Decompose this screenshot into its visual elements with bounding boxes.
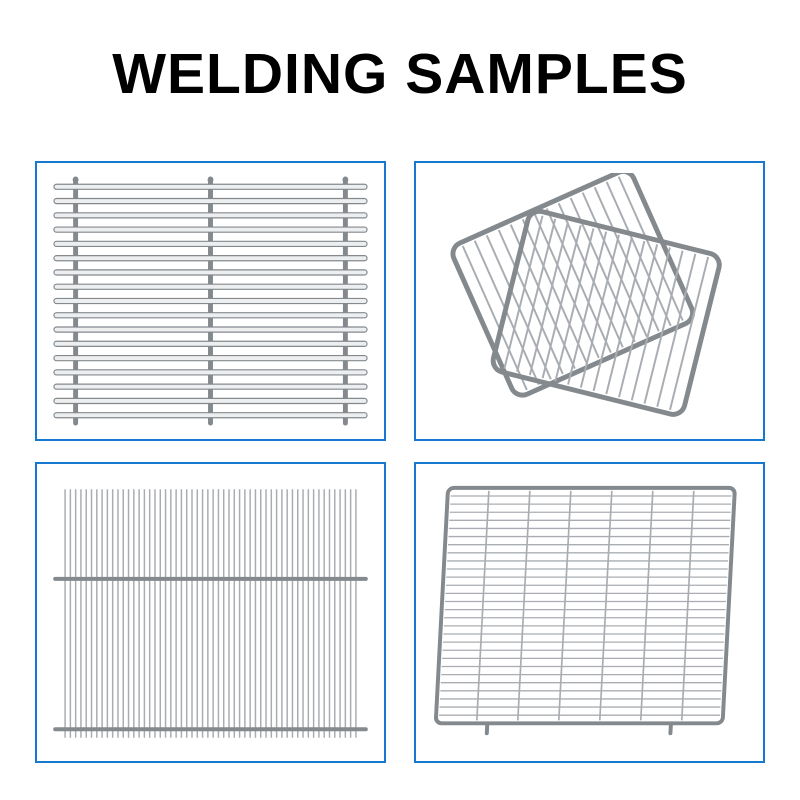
wire-mesh-tray-photo (434, 485, 737, 736)
horizontal-rod-grate-photo (53, 176, 368, 426)
page-title: WELDING SAMPLES (112, 42, 688, 106)
sample-panel-overlapping-grid-trays (414, 161, 765, 441)
vertical-wire-grate-photo (53, 489, 368, 738)
sample-panel-horizontal-rod-grate (35, 161, 386, 441)
sample-panel-vertical-wire-grate (35, 462, 386, 763)
sample-panel-wire-mesh-tray (414, 462, 765, 763)
overlapping-grid-trays-photo (450, 173, 722, 417)
